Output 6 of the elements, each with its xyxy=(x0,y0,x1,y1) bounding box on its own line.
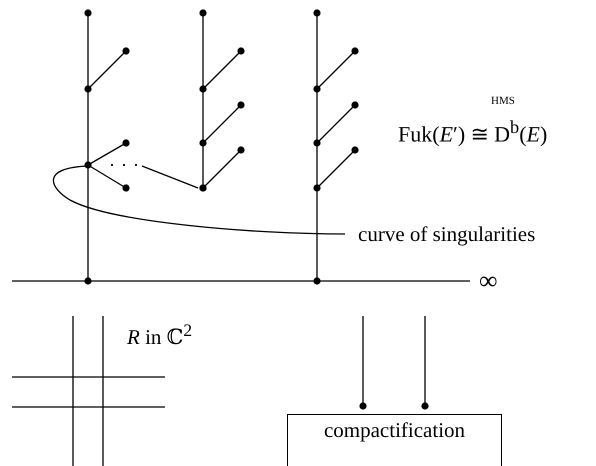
math-annotation: HMS xyxy=(491,96,515,107)
math-label: R in ℂ$^{2}$ xyxy=(127,322,192,348)
infinity-symbol: ∞ xyxy=(479,268,498,294)
math-formula: Fuk(E′) ≅ D$^{b}$(E) xyxy=(398,118,548,146)
curve-label: curve of singularities xyxy=(358,224,536,245)
label-box: compactification xyxy=(287,414,502,466)
